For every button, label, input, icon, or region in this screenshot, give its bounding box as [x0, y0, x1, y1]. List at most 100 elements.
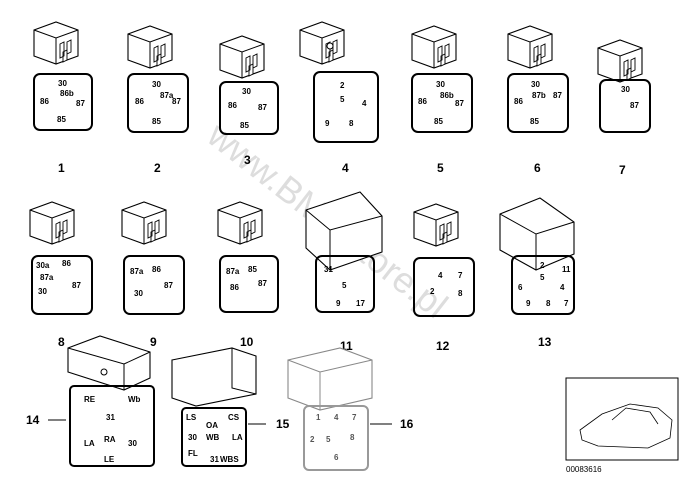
pin-label: 86	[135, 97, 144, 106]
pin-label: 7	[458, 271, 463, 280]
pin-label: 86	[40, 97, 49, 106]
pin-label: 30	[152, 80, 161, 89]
pin-label: 31	[106, 413, 115, 422]
pin-label: 2	[340, 81, 345, 90]
pin-label: 8	[349, 119, 354, 128]
relay-number: 7	[619, 163, 626, 177]
pin-label: LS	[186, 413, 197, 422]
pin-label: OA	[206, 421, 218, 430]
pin-label: 4	[334, 413, 339, 422]
relay-number: 14	[26, 413, 40, 427]
pin-label: CS	[228, 413, 240, 422]
pin-label: 87a	[130, 267, 144, 276]
pin-label: 6	[334, 453, 339, 462]
pin-label: 31	[324, 265, 333, 274]
pin-label: 87	[72, 281, 81, 290]
pin-label: 87a	[226, 267, 240, 276]
relay-number: 12	[436, 339, 450, 353]
pin-label: LA	[84, 439, 95, 448]
pin-label: 1	[316, 413, 321, 422]
pin-label: 87	[172, 97, 181, 106]
pin-label: 85	[152, 117, 161, 126]
pin-label: 86	[230, 283, 239, 292]
pin-label: FL	[188, 449, 198, 458]
pin-label: 30	[242, 87, 251, 96]
pin-label: 2	[430, 287, 435, 296]
relay-11: 31 5 9 17 11	[305, 191, 383, 353]
relay-6: 30 87b 86 87 85 6	[507, 25, 569, 175]
relay-16: 1 4 7 2 5 8 6 16	[287, 347, 414, 471]
pin-label: 30	[188, 433, 197, 442]
pin-label: 87a	[160, 91, 174, 100]
pin-label: 5	[342, 281, 347, 290]
pin-label: 30	[436, 80, 445, 89]
pin-label: 30	[531, 80, 540, 89]
pin-label: 9	[526, 299, 531, 308]
pin-label: 30	[134, 289, 143, 298]
part-number: 00083616	[566, 465, 602, 474]
relay-number: 16	[400, 417, 414, 431]
pin-label: 9	[325, 119, 330, 128]
pin-label: 87	[455, 99, 464, 108]
pin-label: 85	[57, 115, 66, 124]
pin-label: 17	[356, 299, 365, 308]
pin-label: 85	[248, 265, 257, 274]
relay-2: 30 87a 86 87 85 2	[127, 25, 189, 175]
pin-label: 2	[540, 261, 545, 270]
pin-label: 5	[340, 95, 345, 104]
pin-label: 5	[540, 273, 545, 282]
pin-label: 86	[228, 101, 237, 110]
relay-14: RE Wb 31 LA RA 30 LE 14	[26, 335, 155, 467]
pin-label: 85	[530, 117, 539, 126]
relay-8: 30a 86 87a 87 30 8	[29, 201, 93, 349]
relay-number: 6	[534, 161, 541, 175]
vehicle-thumbnail: 00083616	[565, 377, 679, 474]
pin-label: 7	[564, 299, 569, 308]
relay-9: 87a 86 87 30 9	[121, 201, 185, 349]
pin-label: 9	[336, 299, 341, 308]
pin-label: Wb	[128, 395, 141, 404]
relay-4: 2 5 4 9 8 4	[299, 21, 379, 175]
pin-label: 8	[546, 299, 551, 308]
relay-number: 10	[240, 335, 254, 349]
relay-number: 4	[342, 161, 349, 175]
pin-label: 31	[210, 455, 219, 464]
pin-label: 30	[58, 79, 67, 88]
pin-label: 85	[434, 117, 443, 126]
relay-number: 15	[276, 417, 290, 431]
relay-number: 13	[538, 335, 552, 349]
pin-label: 87	[258, 103, 267, 112]
pin-label: 87	[258, 279, 267, 288]
relay-7: 30 87 7	[597, 39, 651, 177]
pin-label: 86	[152, 265, 161, 274]
relay-number: 8	[58, 335, 65, 349]
pin-label: LE	[104, 455, 115, 464]
pin-label: 8	[350, 433, 355, 442]
pin-label: RA	[104, 435, 116, 444]
relay-15: LS CS OA 30 LA WB FL 31 WBS 15	[171, 347, 290, 467]
pin-label: 87	[76, 99, 85, 108]
relay-3: 30 86 87 85 3	[219, 35, 279, 167]
pin-label: 85	[240, 121, 249, 130]
relay-number: 9	[150, 335, 157, 349]
pin-label: 87	[630, 101, 639, 110]
relay-13: 2 5 11 6 4 9 8 7 13	[499, 197, 575, 349]
pin-label: 4	[362, 99, 367, 108]
relay-number: 1	[58, 161, 65, 175]
pin-label: 4	[560, 283, 565, 292]
relay-10: 87a 85 86 87 10	[217, 201, 279, 349]
relay-number: 3	[244, 153, 251, 167]
pin-label: 30a	[36, 261, 50, 270]
pin-label: 86b	[440, 91, 454, 100]
pin-label: 30	[128, 439, 137, 448]
pin-label: 7	[352, 413, 357, 422]
pin-label: 86	[62, 259, 71, 268]
pin-label: 5	[326, 435, 331, 444]
pin-label: 8	[458, 289, 463, 298]
pin-label: WBS	[220, 455, 239, 464]
pin-label: RE	[84, 395, 96, 404]
pin-label: 87b	[532, 91, 546, 100]
pin-label: 87	[553, 91, 562, 100]
relay-number: 2	[154, 161, 161, 175]
pin-label: LA	[232, 433, 243, 442]
